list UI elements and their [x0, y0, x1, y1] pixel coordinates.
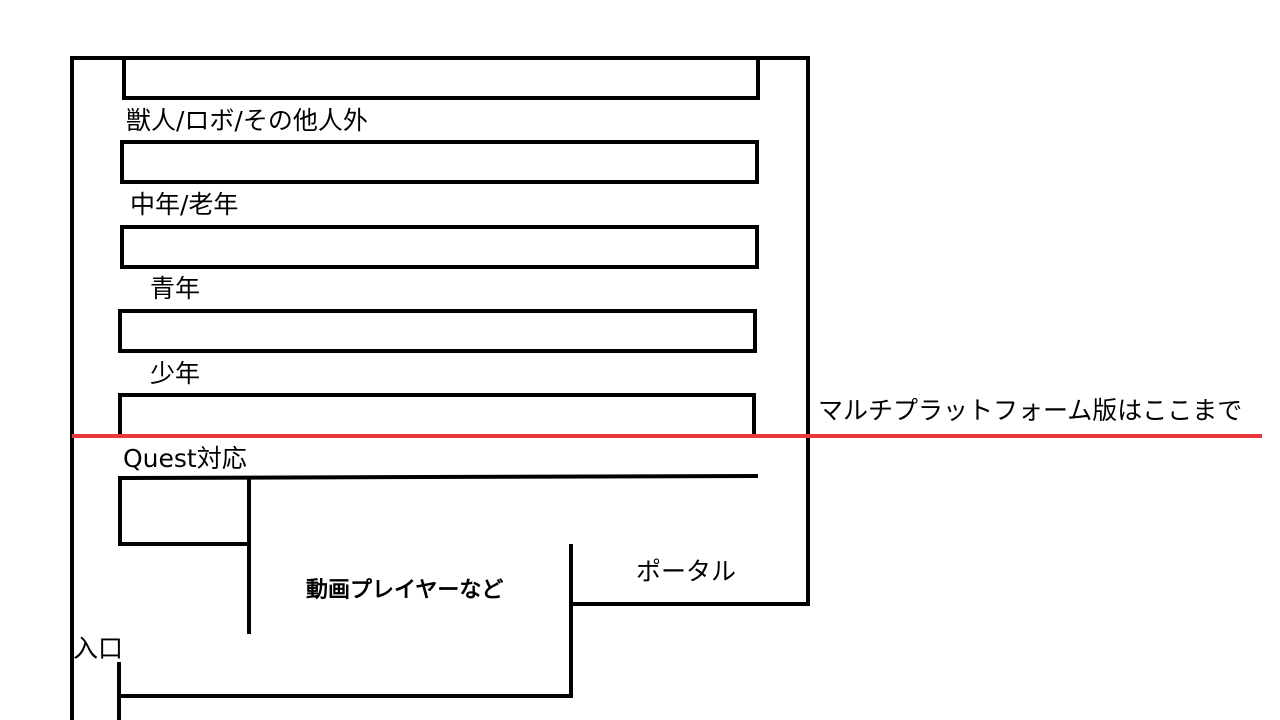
floor-plan-lines [70, 56, 810, 720]
zone-label-boy: 少年 [150, 359, 201, 388]
zone-label-kemono-robot-nonhuman: 獣人/ロボ/その他人外 [126, 106, 368, 135]
display-case-zone-4 [118, 393, 756, 438]
outer-right-wall [570, 56, 810, 606]
display-case-zone-2 [120, 225, 759, 269]
multiplatform-cutoff-note: マルチプラットフォーム版はここまで [818, 396, 1243, 425]
display-case-zone-3 [118, 309, 757, 353]
quest-support-label: Quest対応 [123, 444, 247, 473]
zone-label-young-adult: 青年 [150, 274, 201, 303]
zone-label-middle-aged-elderly: 中年/老年 [130, 190, 239, 219]
quest-top-wall [117, 473, 759, 481]
portal-label: ポータル [636, 557, 737, 586]
display-case-zone-1 [120, 140, 759, 184]
display-case-top [122, 56, 760, 100]
portal-divider-wall [117, 544, 573, 698]
quest-area-wall [118, 476, 251, 546]
entrance-label: 入口 [73, 634, 124, 663]
video-player-label: 動画プレイヤーなど [306, 578, 504, 603]
